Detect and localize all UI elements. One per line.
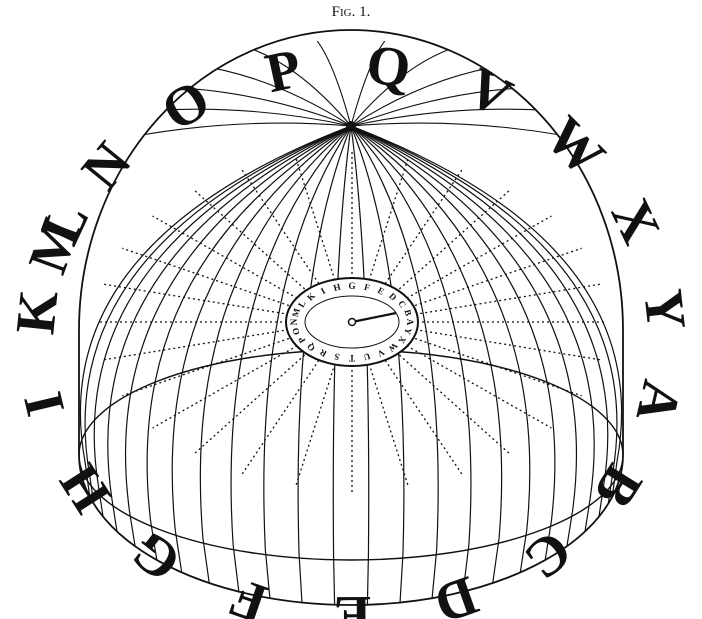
- outer-letter: A: [623, 375, 693, 429]
- meridian-line: [350, 125, 578, 605]
- meridian-line: [350, 125, 472, 605]
- outer-letter: K: [4, 287, 70, 337]
- dial-inner-ring: [304, 295, 400, 349]
- dial-letter: E: [376, 285, 386, 297]
- meridian-line: [350, 125, 609, 605]
- meridian-line: [350, 125, 556, 605]
- meridian-line: [79, 125, 352, 605]
- dial-letter: F: [363, 282, 371, 293]
- meridian-line: [350, 125, 439, 605]
- dial-letter: I: [319, 285, 327, 296]
- globe-outline: [78, 29, 624, 606]
- dotted-radial-line: [381, 355, 464, 476]
- outer-letter: P: [260, 37, 307, 105]
- dotted-radial-line: [414, 247, 582, 307]
- dial-letter: X: [396, 335, 408, 346]
- dial-letter: B: [402, 308, 413, 316]
- dotted-radial-line: [240, 355, 323, 476]
- meridian-line: [350, 125, 503, 605]
- dial-letter: V: [375, 347, 386, 359]
- meridian-line: [199, 125, 352, 605]
- meridian-line: [350, 125, 618, 605]
- meridian-line: [107, 125, 352, 605]
- figure-title: Fig. 1.: [332, 4, 371, 20]
- dial-letter: M: [290, 307, 302, 318]
- back-meridian-line: [251, 48, 352, 127]
- meridian-line: [350, 125, 595, 605]
- outer-letter: Q: [363, 33, 414, 100]
- outer-letter: D: [427, 563, 486, 619]
- outer-letter: X: [599, 190, 672, 253]
- outer-letter: C: [513, 518, 583, 592]
- meridian-line: [350, 125, 370, 605]
- dotted-radial-line: [395, 188, 512, 293]
- outer-letter: Y: [631, 286, 697, 333]
- dial-letter: P: [296, 335, 308, 345]
- outer-letter: V: [458, 56, 522, 129]
- meridian-line: [146, 125, 352, 605]
- dotted-radial-line: [192, 351, 309, 456]
- dotted-radial-line: [122, 337, 290, 397]
- outer-letter: N: [70, 131, 144, 202]
- dial-letter: C: [396, 299, 408, 310]
- dotted-radial-line: [192, 188, 309, 293]
- dial-letter: G: [348, 281, 355, 291]
- dotted-radial-line: [414, 337, 582, 397]
- dial-letter: T: [349, 353, 355, 363]
- dial-hand: [351, 311, 397, 324]
- dial-letter: O: [290, 327, 301, 336]
- meridian-line: [332, 125, 352, 605]
- meridian-line: [230, 125, 352, 605]
- pole-dot: [346, 121, 356, 131]
- back-meridian-line: [350, 48, 451, 127]
- dial-letter: S: [333, 351, 340, 362]
- dotted-radial-line: [395, 351, 512, 456]
- meridian-line: [84, 125, 352, 605]
- dial-hub: [347, 317, 357, 327]
- meridian-line: [350, 125, 623, 605]
- dial-letter: H: [332, 282, 341, 293]
- back-meridian-line: [350, 40, 386, 127]
- dotted-radial-line: [420, 283, 601, 315]
- outer-letter: B: [582, 454, 654, 519]
- dotted-radial-line: [406, 345, 552, 429]
- dial-letter: N: [289, 318, 299, 325]
- dotted-radial-line: [406, 215, 552, 299]
- outer-letter: H: [48, 453, 124, 523]
- meridian-line: [124, 125, 352, 605]
- outer-letter: W: [533, 105, 616, 188]
- back-meridian-line: [316, 40, 352, 127]
- dotted-radial-line: [420, 329, 601, 361]
- meridian-line: [93, 125, 352, 605]
- outer-letter: I: [12, 386, 77, 422]
- outer-letter: E: [334, 584, 372, 619]
- meridian-line: [171, 125, 352, 605]
- dial-letter: Y: [402, 327, 413, 336]
- dotted-radial-line: [152, 215, 298, 299]
- dial-letter: U: [362, 351, 371, 362]
- dotted-radial-line: [122, 247, 290, 307]
- outer-letter: G: [120, 519, 193, 595]
- dotted-radial-line: [240, 168, 323, 289]
- meridian-line: [263, 125, 352, 605]
- dial-letter: A: [405, 319, 415, 326]
- dotted-radial-line: [381, 168, 464, 289]
- dotted-radial-line: [103, 329, 284, 361]
- meridian-line: [350, 125, 531, 605]
- dotted-radial-line: [152, 345, 298, 429]
- dotted-radial-line: [103, 283, 284, 315]
- dial-letter: L: [296, 299, 308, 309]
- dial-letter: R: [317, 347, 328, 359]
